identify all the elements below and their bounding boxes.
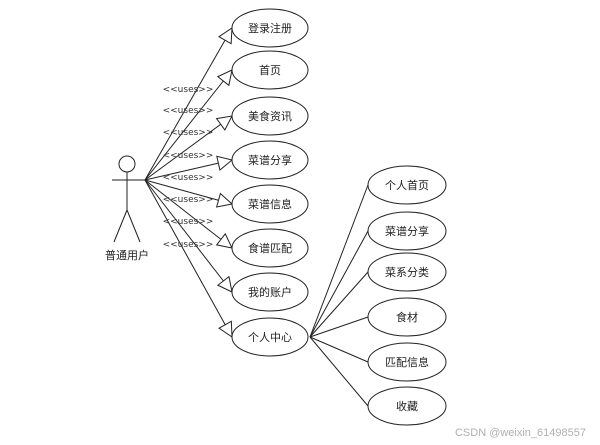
open-arrowhead: [215, 115, 233, 131]
use-case-ellipse: [367, 211, 447, 251]
uses-label: <<uses>>: [163, 106, 214, 116]
uses-label: <<uses>>: [163, 151, 214, 161]
use-case-label: 食谱匹配: [248, 241, 292, 255]
watermark: CSDN @weixin_61498557: [454, 427, 586, 439]
use-case-5[interactable]: 菜谱信息: [231, 184, 309, 224]
sub-use-case-2[interactable]: 菜谱分享: [367, 211, 447, 251]
use-case-label: 我的账户: [248, 285, 292, 299]
uses-association-line: [144, 159, 233, 181]
uses-label: <<uses>>: [163, 128, 214, 138]
use-case-label: 个人首页: [385, 178, 429, 192]
sub-association-line: [309, 184, 369, 338]
use-case-ellipse: [367, 297, 447, 337]
sub-association-line: [309, 230, 369, 338]
uses-label: <<uses>>: [163, 217, 214, 227]
use-case-ellipse: [367, 386, 447, 426]
actor-stick-figure: [112, 155, 146, 243]
use-case-7[interactable]: 我的账户: [231, 272, 309, 312]
use-case-ellipse: [231, 184, 309, 224]
sub-association-line: [309, 336, 369, 363]
use-case-ellipse: [231, 228, 309, 268]
uses-association-line: [144, 179, 233, 293]
uses-association-line: [144, 179, 233, 249]
uses-association-line: [144, 179, 233, 338]
actor-label: 普通用户: [105, 248, 149, 262]
use-case-ellipse: [367, 342, 447, 382]
use-case-ellipse: [231, 96, 309, 136]
use-case-ellipse: [231, 50, 309, 90]
uses-association-line: [144, 179, 233, 205]
uses-association-line: [144, 69, 233, 181]
use-case-ellipse: [231, 317, 309, 357]
uses-label: <<uses>>: [163, 195, 214, 205]
uses-label: <<uses>>: [163, 85, 214, 95]
open-arrowhead: [215, 232, 233, 249]
open-arrowhead: [218, 320, 233, 338]
use-case-label: 美食资讯: [248, 109, 292, 123]
open-arrowhead: [215, 192, 234, 208]
open-arrowhead: [216, 275, 233, 293]
use-case-label: 收藏: [396, 399, 418, 413]
open-arrowhead: [216, 155, 234, 171]
use-case-2[interactable]: 首页: [231, 50, 309, 90]
open-arrowhead: [218, 27, 233, 45]
use-case-8[interactable]: 个人中心: [231, 317, 309, 357]
sub-association-line: [309, 316, 369, 338]
use-case-ellipse: [367, 252, 447, 292]
use-case-label: 菜系分类: [385, 265, 429, 279]
uses-association-line: [144, 27, 233, 181]
uses-label: <<uses>>: [163, 240, 214, 250]
sub-use-case-3[interactable]: 菜系分类: [367, 252, 447, 292]
use-case-ellipse: [231, 140, 309, 180]
use-case-label: 食材: [396, 310, 418, 324]
use-case-ellipse: [367, 165, 447, 205]
sub-use-case-4[interactable]: 食材: [367, 297, 447, 337]
sub-use-case-6[interactable]: 收藏: [367, 386, 447, 426]
uses-label: <<uses>>: [163, 173, 214, 183]
sub-use-case-5[interactable]: 匹配信息: [367, 342, 447, 382]
use-case-ellipse: [231, 8, 309, 48]
use-case-label: 菜谱信息: [248, 197, 292, 211]
use-case-label: 登录注册: [248, 21, 292, 35]
use-case-label: 首页: [259, 63, 281, 77]
use-case-label: 菜谱分享: [385, 224, 429, 238]
sub-use-case-1[interactable]: 个人首页: [367, 165, 447, 205]
use-case-1[interactable]: 登录注册: [231, 8, 309, 48]
use-case-ellipse: [231, 272, 309, 312]
sub-association-line: [309, 271, 369, 338]
uses-association-line: [144, 115, 233, 181]
use-case-label: 个人中心: [248, 331, 292, 344]
open-arrowhead: [216, 69, 233, 87]
use-case-label: 匹配信息: [385, 355, 429, 369]
use-case-label: 菜谱分享: [248, 153, 292, 167]
use-case-6[interactable]: 食谱匹配: [231, 228, 309, 268]
use-case-4[interactable]: 菜谱分享: [231, 140, 309, 180]
use-case-3[interactable]: 美食资讯: [231, 96, 309, 136]
sub-association-line: [309, 336, 369, 407]
